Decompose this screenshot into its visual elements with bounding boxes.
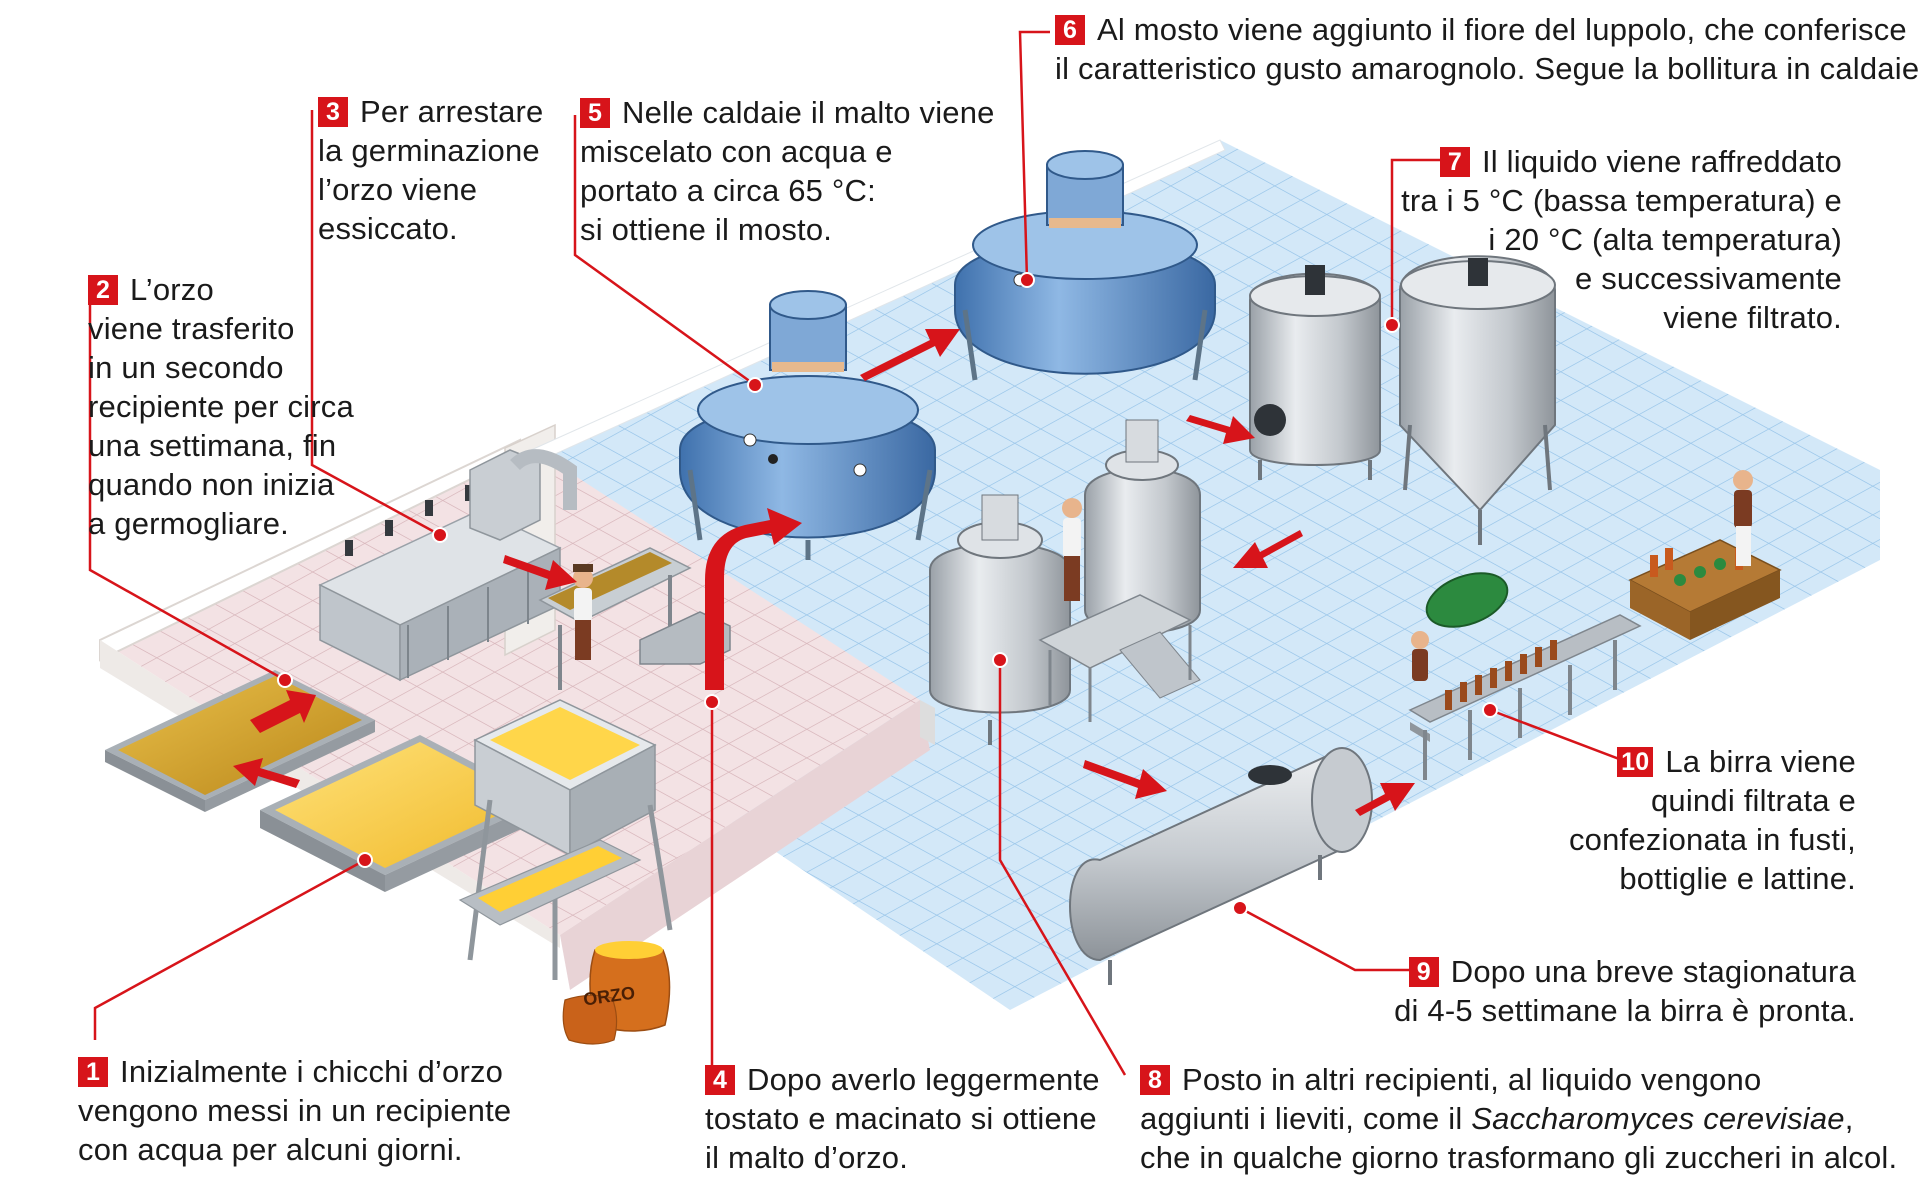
arrow-icon (1355, 783, 1415, 816)
caption-line: di 4-5 settimane la birra è pronta. (1394, 993, 1856, 1028)
caption-line: miscelato con acqua e (580, 134, 893, 169)
hopper (458, 699, 673, 980)
worker-2 (1062, 498, 1082, 601)
mash-kettle (679, 290, 936, 560)
cooling-tank-2 (1399, 255, 1556, 545)
caption-step-1: 1 Inizialmente i chicchi d’orzo vengono m… (78, 1052, 511, 1169)
caption-line: con acqua per alcuni giorni. (78, 1132, 463, 1167)
caption-line: in un secondo (88, 350, 284, 385)
arrow-icon (1083, 760, 1167, 799)
floor-pink (100, 440, 930, 990)
caption-line: il malto d’orzo. (705, 1140, 909, 1175)
step-number: 7 (1439, 147, 1470, 177)
arrow-icon (705, 508, 802, 690)
process-arrows (233, 329, 1415, 816)
caption-line: portato a circa 65 °C: (580, 173, 876, 208)
arrow-icon (503, 555, 577, 590)
caption-line: che in qualche giorno trasformano gli zu… (1140, 1140, 1898, 1175)
caption-line: si ottiene il mosto. (580, 212, 833, 247)
cooling-tank-1 (1249, 265, 1381, 480)
caption-step-4: 4 Dopo averlo leggermente tostato e macin… (705, 1060, 1100, 1177)
caption-line: la germinazione (318, 133, 540, 168)
caption-line: quindi filtrata e (1650, 783, 1856, 818)
step-number: 10 (1617, 747, 1654, 777)
caption-line: Per arrestare (360, 94, 544, 129)
caption-step-10: 10 La birra viene quindi filtrata e confe… (1569, 742, 1856, 898)
grain-vat-1 (260, 735, 545, 892)
caption-line: recipiente per circa (88, 389, 354, 424)
caption-line: Il liquido viene raffreddato (1481, 144, 1842, 179)
fermenter-2 (1084, 419, 1201, 634)
caption-step-6: 6 Al mosto viene aggiunto il fiore del lu… (1055, 10, 1920, 88)
orzo-sack: ORZO (562, 941, 671, 1045)
caption-line: Dopo una breve stagionatura (1450, 954, 1856, 989)
step-number: 4 (705, 1065, 735, 1095)
hop-kettle (954, 150, 1216, 381)
arrow-icon (1233, 530, 1303, 568)
bottling-line (1408, 572, 1642, 780)
step-number: 6 (1055, 15, 1085, 45)
caption-line: Al mosto viene aggiunto il fiore del lup… (1097, 12, 1907, 47)
caption-line: una settimana, fin (88, 428, 337, 463)
caption-line: tra i 5 °C (bassa temperatura) e (1401, 183, 1842, 218)
caption-line: bottiglie e lattine. (1619, 861, 1856, 896)
drying-machine (318, 449, 577, 682)
worker-3 (1733, 470, 1753, 566)
caption-line: aggiunti i lieviti, come il (1140, 1101, 1472, 1136)
caption-line: Dopo averlo leggermente (747, 1062, 1100, 1097)
caption-line: Posto in altri recipienti, al liquido ve… (1182, 1062, 1762, 1097)
leader-lines (88, 30, 1640, 1076)
caption-step-5: 5 Nelle caldaie il malto viene miscelato … (580, 93, 995, 249)
caption-line: quando non inizia (88, 467, 335, 502)
caption-line: l’orzo viene (318, 172, 478, 207)
caption-line: a germogliare. (88, 506, 289, 541)
step-number: 5 (580, 98, 610, 128)
caption-line: il caratteristico gusto amarognolo. Segu… (1055, 51, 1920, 86)
caption-line: L’orzo (130, 272, 214, 307)
caption-line: Inizialmente i chicchi d’orzo (120, 1054, 504, 1089)
worker-4 (1411, 631, 1429, 681)
caption-step-8: 8 Posto in altri recipienti, al liquido v… (1140, 1060, 1897, 1177)
leader-dots (277, 272, 1498, 916)
caption-line: e successivamente (1574, 261, 1842, 296)
caption-step-3: 3 Per arrestare la germinazione l’orzo vi… (318, 92, 544, 248)
worker-1 (573, 564, 593, 660)
step-number: 9 (1408, 957, 1439, 987)
arrow-icon (860, 329, 960, 381)
caption-step-9: 9 Dopo una breve stagionatura di 4-5 sett… (1394, 952, 1856, 1030)
fermenter-1 (929, 494, 1071, 745)
species-name: Saccharomyces cerevisiae (1471, 1101, 1845, 1136)
arrow-icon (1186, 415, 1255, 444)
caption-line: La birra viene (1665, 744, 1856, 779)
step-number: 2 (88, 275, 118, 305)
caption-punct: , (1844, 1101, 1854, 1136)
caption-line: Nelle caldaie il malto viene (622, 95, 995, 130)
platform (1038, 594, 1201, 722)
step-number: 8 (1140, 1065, 1170, 1095)
maturation-tank (1069, 747, 1373, 985)
step-number: 3 (318, 97, 348, 127)
step-number: 1 (78, 1057, 108, 1087)
arrow-icon (233, 758, 300, 788)
caption-line: viene filtrato. (1663, 300, 1842, 335)
caption-line: i 20 °C (alta temperatura) (1488, 222, 1842, 257)
caption-step-7: 7 Il liquido viene raffreddato tra i 5 °C… (1401, 142, 1842, 337)
caption-line: viene trasferito (88, 311, 295, 346)
arrow-icon (250, 690, 316, 733)
caption-line: essiccato. (318, 211, 458, 246)
caption-step-2: 2 L’orzo viene trasferito in un secondo r… (88, 270, 354, 543)
caption-line: confezionata in fusti, (1568, 822, 1856, 857)
caption-line: tostato e macinato si ottiene (705, 1101, 1097, 1136)
caption-line: vengono messi in un recipiente (78, 1093, 512, 1128)
